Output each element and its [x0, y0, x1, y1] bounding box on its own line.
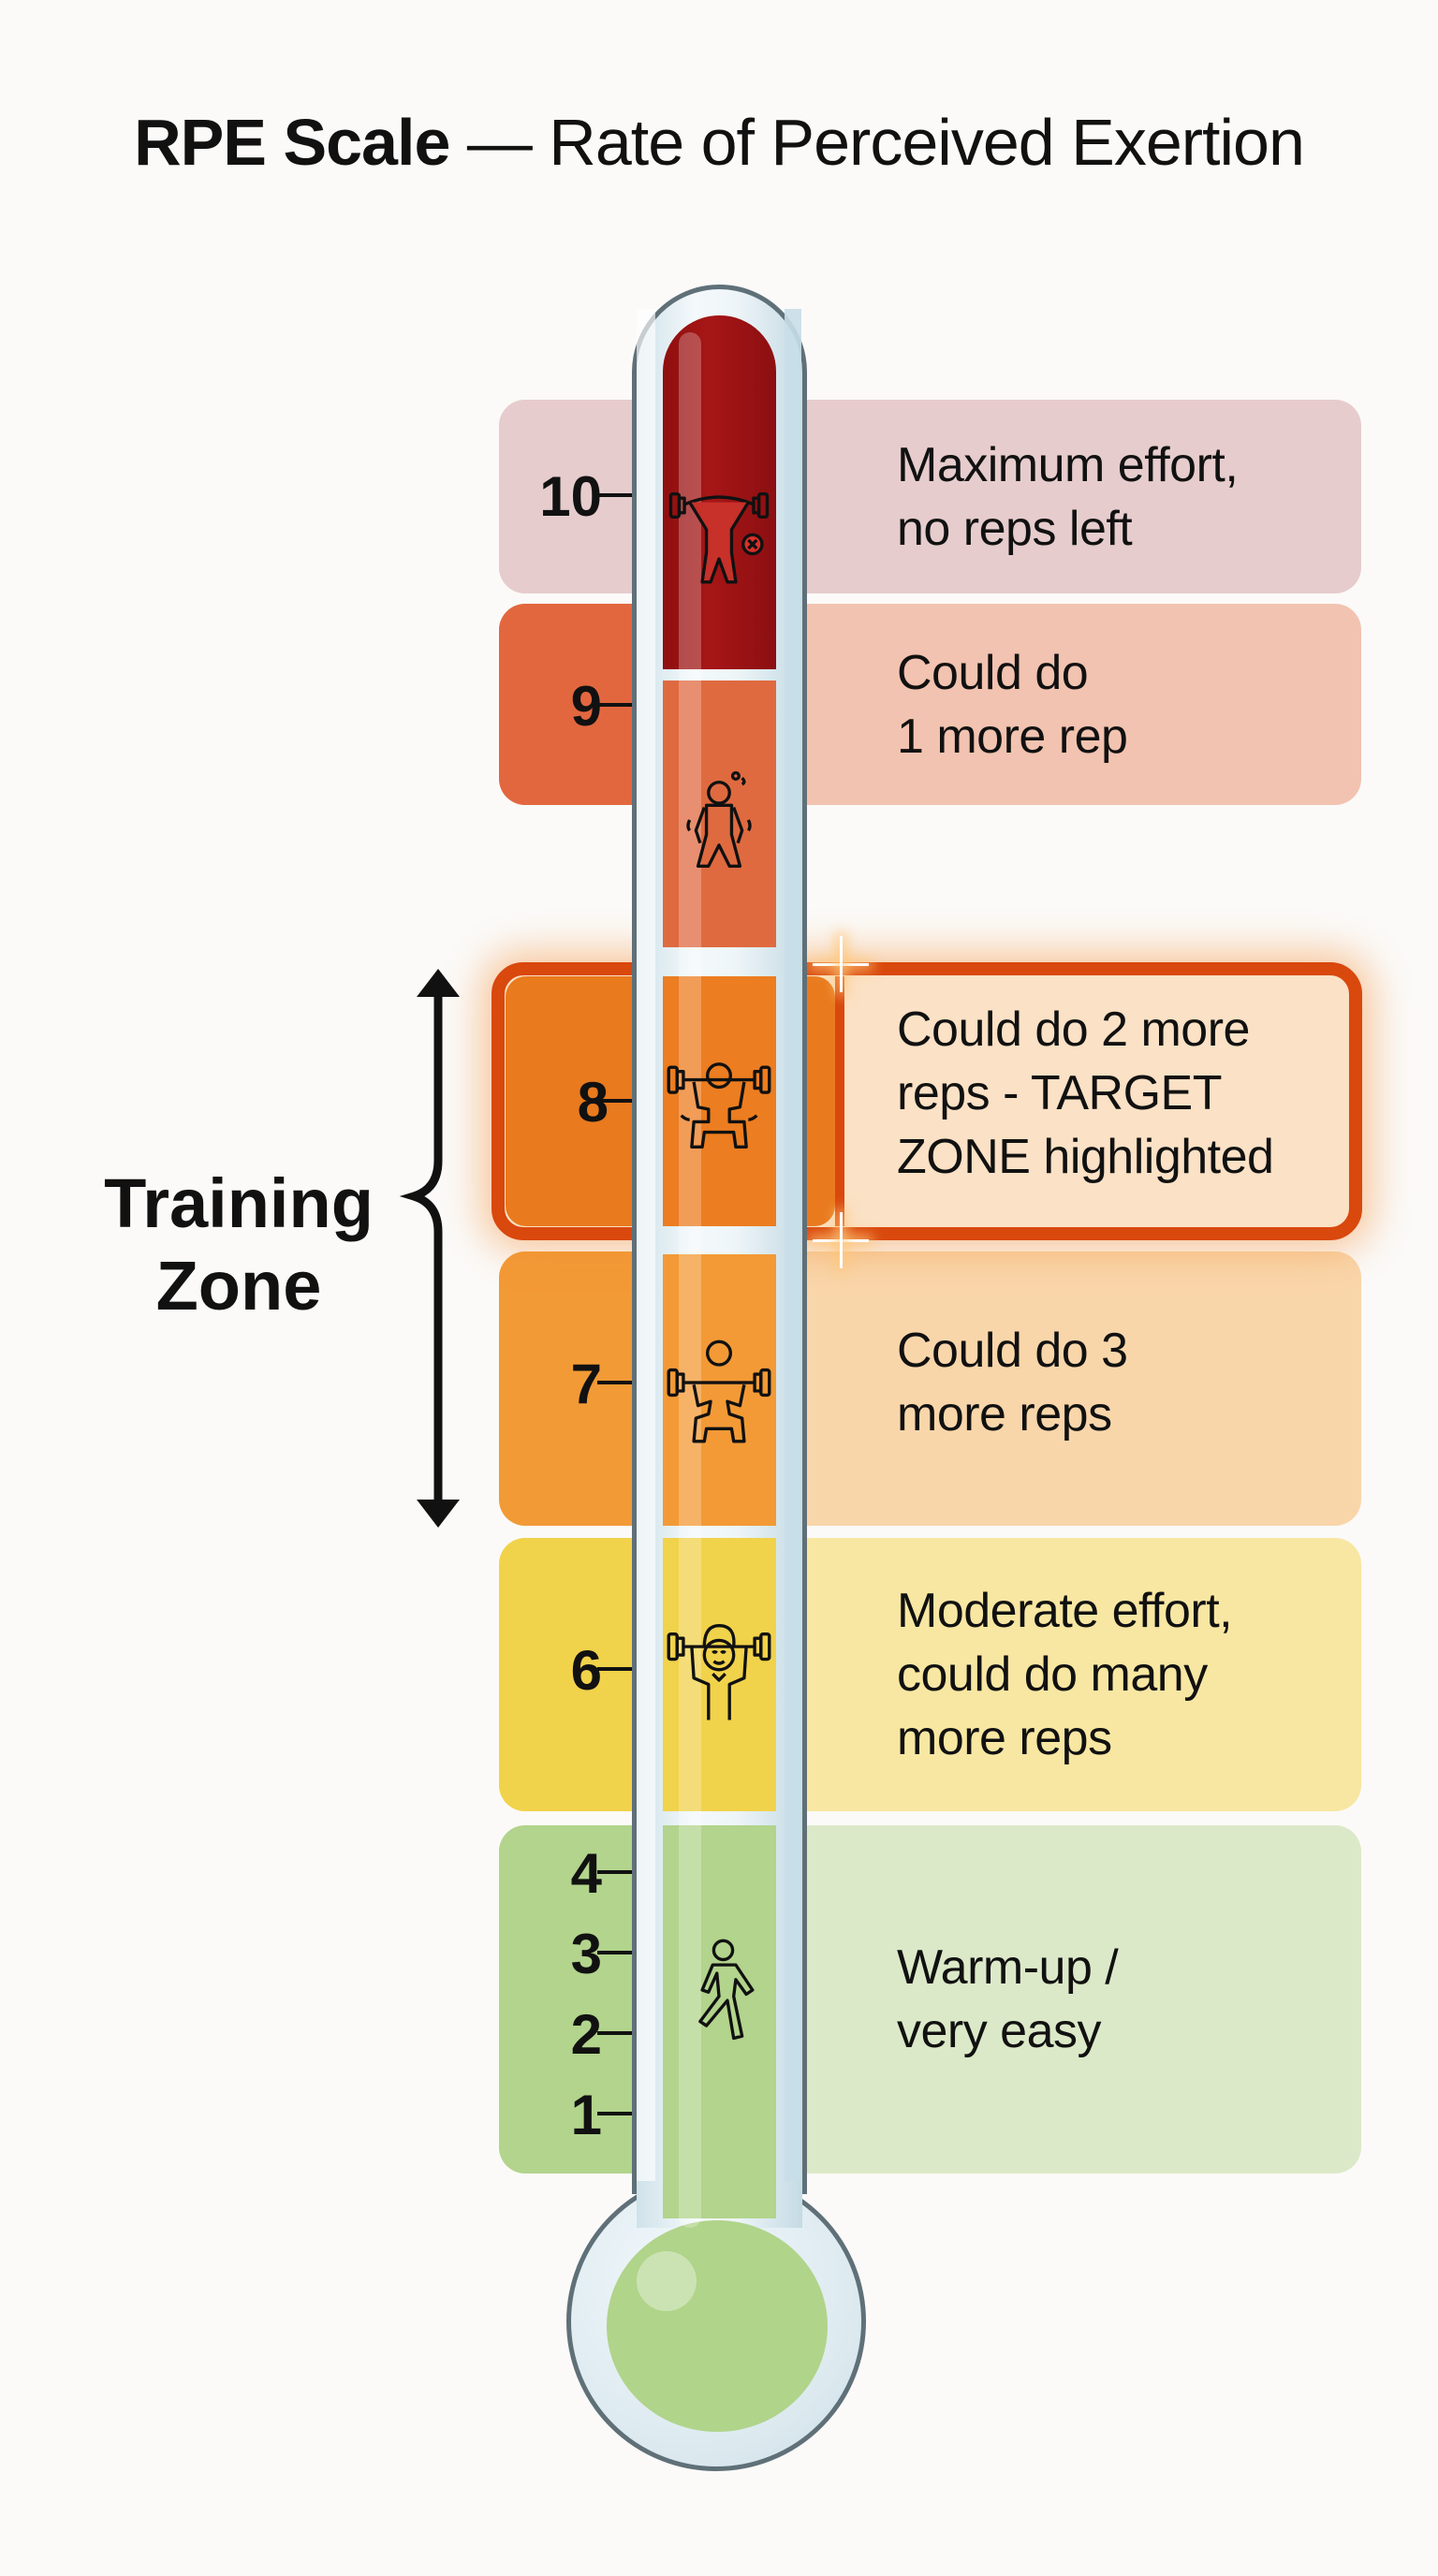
tick-mark	[597, 1951, 633, 1954]
level-number: 8	[577, 1071, 609, 1134]
glass-highlight	[637, 309, 655, 2181]
tick-mark	[597, 1099, 633, 1103]
thermometer-fill-9	[663, 681, 776, 947]
max-lift-fail-icon	[667, 479, 771, 584]
title-bold: RPE Scale	[134, 106, 450, 179]
thermometer-fill-8	[663, 976, 776, 1226]
level-number: 4	[570, 1842, 602, 1905]
level-description: Warm-up /very easy	[897, 1940, 1119, 2058]
glass-edge	[785, 309, 801, 2181]
rpe-row-10: 10 Maximum effort,no reps left	[499, 400, 1361, 593]
tick-mark	[597, 1667, 633, 1671]
tick-mark	[597, 1870, 633, 1874]
sparkle-icon	[813, 1212, 869, 1268]
level-number: 6	[570, 1639, 602, 1702]
level-number: 3	[570, 1923, 602, 1985]
thermometer-fill-6	[663, 1538, 776, 1811]
tick-mark	[597, 703, 633, 707]
page-title: RPE Scale — Rate of Perceived Exertion	[0, 105, 1438, 180]
tick-mark	[597, 493, 633, 497]
smiling-overhead-press-icon	[667, 1619, 771, 1724]
squat-barbell-icon	[667, 1048, 771, 1153]
bulb-shine	[637, 2251, 697, 2311]
training-zone-bracket-arrow	[399, 969, 460, 1528]
highlight-divider	[835, 976, 844, 1226]
strained-figure-icon	[667, 768, 771, 872]
thermometer-bulb-fill	[607, 2220, 828, 2432]
tube-shine	[679, 332, 701, 2228]
sparkle-icon	[813, 936, 869, 992]
rpe-row-warmup: 4 3 2 1 Warm-up /very easy	[499, 1825, 1361, 2174]
tick-mark	[597, 2112, 633, 2115]
level-number: 7	[570, 1353, 602, 1415]
thermometer-fill-warmup	[663, 1825, 776, 2218]
squat-barbell-icon	[667, 1339, 771, 1443]
level-number: 10	[539, 465, 602, 528]
walking-figure-icon	[667, 1938, 771, 2042]
level-number: 1	[570, 2084, 602, 2146]
tick-mark	[597, 1381, 633, 1384]
thermometer-fill-10	[663, 315, 776, 669]
level-number: 9	[570, 675, 602, 738]
level-description: Maximum effort,no reps left	[897, 438, 1239, 556]
tick-mark	[597, 2031, 633, 2035]
title-rest: — Rate of Perceived Exertion	[449, 106, 1305, 179]
level-number: 2	[570, 2003, 602, 2066]
